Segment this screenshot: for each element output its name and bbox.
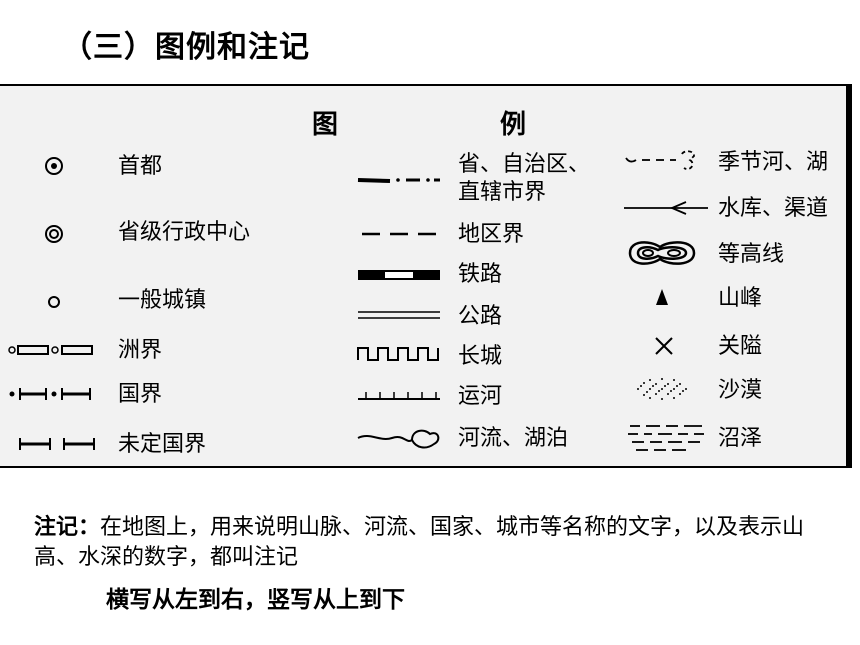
undetermined-boundary-symbol <box>19 438 95 450</box>
swamp-symbol <box>628 425 704 451</box>
contour-line-symbol <box>628 241 696 265</box>
writing-direction-rule: 横写从左到右，竖写从上到下 <box>106 586 405 613</box>
label-provincial-boundary-1: 省、自治区、 <box>458 152 591 177</box>
label-reservoir-canal: 水库、渠道 <box>718 196 829 221</box>
legend-header-left: 图 <box>312 110 339 140</box>
canal-symbol <box>358 392 440 400</box>
label-mountain-pass: 关隘 <box>718 334 763 359</box>
label-railway: 铁路 <box>458 262 503 287</box>
continent-boundary-symbol <box>8 345 93 355</box>
town-symbol <box>48 296 60 308</box>
great-wall-symbol <box>357 347 439 361</box>
national-boundary-symbol <box>9 388 91 400</box>
annotation-text: 在地图上，用来说明山脉、河流、国家、城市等名称的文字，以及表示山高、水深的数字，… <box>34 515 805 570</box>
label-capital: 首都 <box>118 154 163 179</box>
label-undetermined-boundary: 未定国界 <box>118 432 207 457</box>
label-contour-line: 等高线 <box>718 242 785 267</box>
provincial-boundary-symbol <box>357 178 440 183</box>
label-seasonal-river: 季节河、湖 <box>718 150 829 175</box>
provincial-center-symbol <box>45 225 63 243</box>
label-desert: 沙漠 <box>718 378 763 403</box>
label-provincial-center: 省级行政中心 <box>118 220 251 245</box>
label-national-boundary: 国界 <box>118 382 163 407</box>
label-highway: 公路 <box>458 304 503 329</box>
district-boundary-symbol <box>362 232 442 236</box>
river-lake-symbol <box>357 429 440 449</box>
mountain-peak-icon <box>656 289 668 305</box>
label-district-boundary: 地区界 <box>458 222 525 247</box>
highway-symbol <box>358 311 440 319</box>
desert-symbol <box>637 378 687 400</box>
capital-symbol <box>45 157 63 175</box>
label-river-lake: 河流、湖泊 <box>458 426 569 451</box>
mountain-pass-icon <box>655 337 673 355</box>
annotation-paragraph: 注记：在地图上，用来说明山脉、河流、国家、城市等名称的文字，以及表示山高、水深的… <box>34 512 824 573</box>
legend-panel: 图 例 首都 省级行政中心 一般城镇 洲界 国界 未定国界 <box>0 84 852 468</box>
label-mountain-peak: 山峰 <box>718 286 763 311</box>
label-continent-boundary: 洲界 <box>118 338 163 363</box>
annotation-keyword: 注记： <box>34 514 101 540</box>
label-provincial-boundary-2: 直辖市界 <box>458 180 547 205</box>
label-canal: 运河 <box>458 384 503 409</box>
legend-header-right: 例 <box>500 110 527 140</box>
seasonal-river-symbol <box>625 150 695 170</box>
reservoir-canal-symbol <box>624 201 708 215</box>
label-swamp: 沼泽 <box>718 426 763 451</box>
label-town: 一般城镇 <box>118 288 207 313</box>
railway-symbol <box>358 270 440 280</box>
page-title: （三）图例和注记 <box>62 30 310 65</box>
label-great-wall: 长城 <box>458 344 503 369</box>
